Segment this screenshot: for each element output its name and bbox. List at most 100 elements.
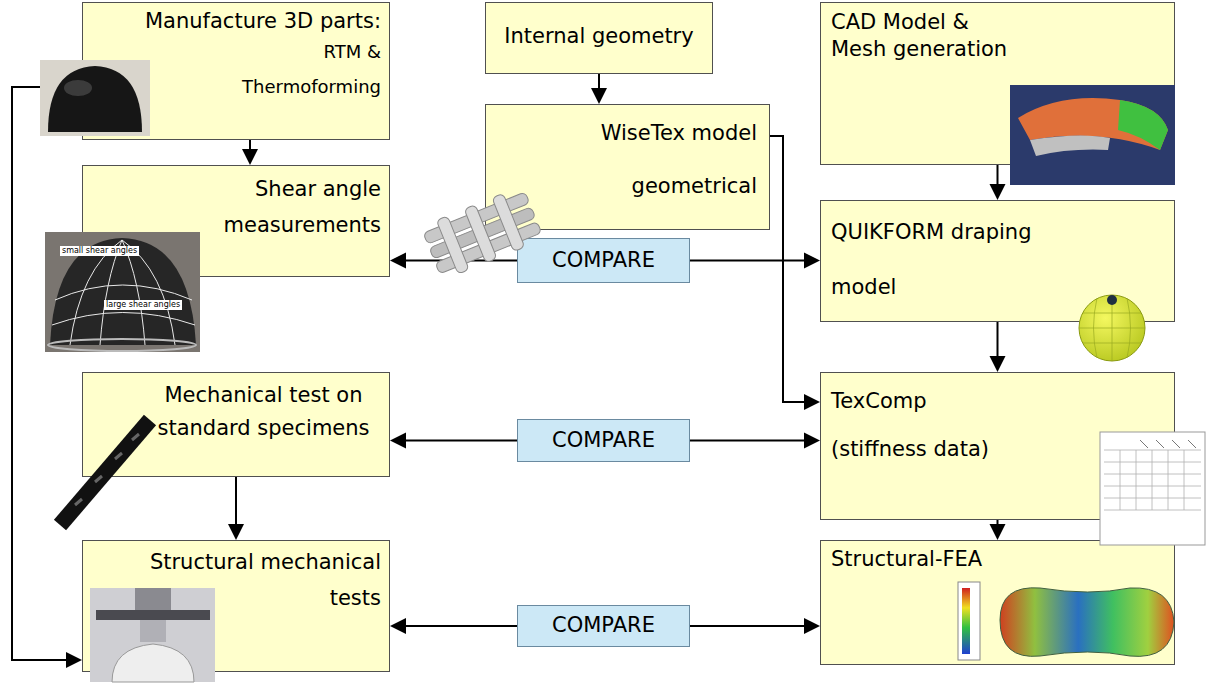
connector-arrow (591, 74, 607, 104)
box-text: Internal geometry (504, 23, 693, 50)
yarn (435, 222, 541, 274)
arrow-head (804, 618, 820, 634)
weave-model (421, 185, 545, 280)
process-box: QUIKFORM draping model (820, 200, 1175, 322)
table-marks (1140, 440, 1196, 448)
sphere (1079, 295, 1145, 361)
arrow-head (390, 433, 406, 449)
dome-highlight (64, 80, 92, 96)
process-box: Structural-FEA (820, 540, 1175, 665)
arrow-head (990, 356, 1006, 372)
connector-line (690, 625, 806, 627)
shear-photo (45, 232, 200, 352)
connector-arrow (770, 136, 820, 410)
connector-arrow (228, 477, 244, 540)
yarn (423, 192, 529, 244)
connector-line (690, 440, 806, 442)
process-box: WiseTex model geometrical (485, 104, 770, 230)
arrow-head (591, 88, 607, 104)
table-ground (1100, 432, 1205, 545)
arrow-head (990, 524, 1006, 540)
yarn (492, 193, 525, 251)
box-text: Shear angle measurements (176, 172, 381, 243)
box-text: Structural mechanical tests (101, 545, 381, 616)
yarn (464, 205, 497, 263)
pole-mark (1107, 295, 1117, 305)
box-text: WiseTex model geometrical (537, 107, 757, 212)
dome-part (112, 644, 194, 682)
process-box: CAD Model & Mesh generation (820, 2, 1175, 165)
box-text: QUIKFORM draping model (831, 205, 1061, 314)
connector-line (690, 260, 806, 262)
arrow-head (390, 618, 406, 634)
machine-part (135, 588, 171, 610)
compare-box: COMPARE (517, 605, 690, 647)
connector-line (997, 322, 999, 358)
photo-ground (90, 588, 215, 682)
connector-line (997, 165, 999, 186)
arrow-head (804, 253, 820, 269)
connector-line (404, 625, 517, 627)
connector-arrow (690, 618, 820, 634)
strip-marks (75, 434, 139, 505)
process-box: Manufacture 3D parts:RTM & Thermoforming (82, 2, 390, 140)
specimen-strip (60, 420, 150, 525)
arrow-head (242, 149, 258, 165)
color-bar-frame (958, 582, 980, 660)
process-box: Mechanical test on standard specimens (82, 372, 390, 477)
arrow-head (228, 524, 244, 540)
box-text: Manufacture 3D parts: (145, 7, 381, 35)
connector-line (235, 477, 237, 526)
connector-arrow (690, 253, 820, 269)
process-box: Structural mechanical tests (82, 540, 390, 672)
box-text: TexComp (stiffness data) (831, 377, 1021, 474)
connector-arrow (690, 433, 820, 449)
arrow-head (804, 394, 820, 410)
box-text: COMPARE (552, 239, 655, 282)
arrow-head (66, 652, 82, 668)
photo-ground (45, 232, 200, 352)
photo-label: large shear angles (104, 300, 182, 310)
connector-arrow (390, 253, 517, 269)
yarn (436, 216, 469, 274)
fea-result (958, 582, 1174, 660)
color-bar (962, 588, 970, 654)
connector-line (12, 87, 82, 660)
machine-part (96, 610, 210, 620)
dome-shape (50, 238, 196, 345)
connector-line (404, 260, 517, 262)
box-text: RTM & Thermoforming (216, 35, 381, 103)
part-shape (1018, 98, 1168, 150)
dome-photo (40, 60, 150, 136)
arrow-head (390, 253, 406, 269)
compare-box: COMPARE (517, 238, 690, 283)
photo-ground (40, 60, 150, 136)
connector-arrow (12, 87, 82, 668)
image-ground (1010, 85, 1175, 185)
machine-part (140, 620, 166, 642)
connector-arrow (990, 520, 1006, 540)
process-box: TexComp (stiffness data) (820, 372, 1175, 520)
dome-shape (48, 66, 142, 132)
box-text: Structural-FEA (831, 545, 982, 574)
cad-image (1010, 85, 1175, 185)
box-text: COMPARE (552, 420, 655, 461)
box-text: COMPARE (552, 606, 655, 646)
connector-line (404, 440, 517, 442)
strip (60, 420, 150, 525)
compare-box: COMPARE (517, 419, 690, 462)
connector-arrow (390, 433, 517, 449)
base-ring (48, 339, 196, 351)
grid-lines (52, 240, 195, 345)
connector-arrow (990, 322, 1006, 372)
yarn (429, 207, 535, 259)
arrow-head (990, 184, 1006, 200)
connector-arrow (390, 618, 517, 634)
connector-arrow (242, 140, 258, 165)
process-box: Internal geometry (485, 2, 713, 74)
arrow-head (804, 433, 820, 449)
photo-label: small shear angles (60, 246, 139, 256)
connector-line (598, 74, 600, 90)
